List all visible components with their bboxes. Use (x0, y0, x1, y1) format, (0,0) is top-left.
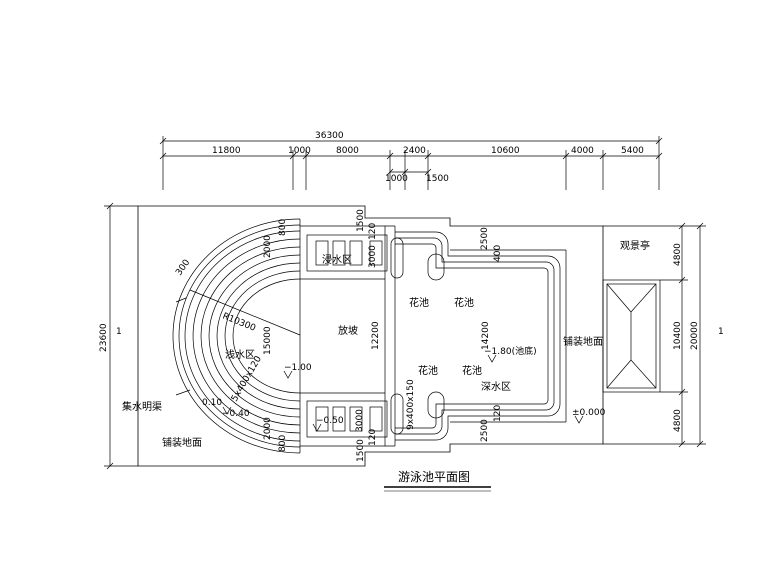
pavilion (602, 279, 661, 393)
right-dimension (603, 222, 706, 448)
label-drain-channel: 集水明渠 (122, 400, 162, 413)
dim-inner-2500-bot: 2500 (480, 419, 490, 442)
label-ramp: 放坡 (338, 324, 358, 337)
label-paving-right: 铺装地面 (563, 335, 603, 348)
dim-inner-14200: 14200 (481, 321, 491, 350)
dim-inner-3000-bot: 3000 (355, 409, 365, 432)
dim-top-sub-2: 1500 (426, 174, 449, 184)
dim-top-seg-3: 8000 (336, 146, 359, 156)
dim-top-seg-6: 4000 (571, 146, 594, 156)
top-dimension-chain (159, 136, 663, 190)
dim-inner-1500-bot: 1500 (356, 439, 366, 462)
dim-right-seg-1: 4800 (673, 243, 683, 266)
dim-right-seg-3: 4800 (673, 409, 683, 432)
level-shallow: −1.00 (284, 363, 312, 373)
dim-inner-2000-bot: 2000 (263, 417, 273, 440)
dim-right-seg-2: 10400 (673, 321, 683, 350)
label-pavilion: 观景亭 (620, 239, 650, 252)
level-edge-2: −0.40 (222, 409, 250, 419)
dim-top-seg-5: 10600 (491, 146, 520, 156)
dim-top-seg-2: 1000 (288, 146, 311, 156)
label-step-spec-right: 9x400x150 (406, 379, 416, 430)
site-outline (137, 205, 604, 467)
dim-left-total: 23600 (99, 323, 109, 352)
dim-top-sub-1: 1000 (385, 174, 408, 184)
dim-top-seg-1: 11800 (212, 146, 241, 156)
dim-inner-120-top: 120 (368, 223, 378, 240)
dim-right-total: 20000 (690, 321, 700, 350)
dim-inner-12200: 12200 (371, 321, 381, 350)
dim-inner-120-bot: 120 (368, 429, 378, 446)
label-shallow-zone: 浅水区 (225, 348, 255, 361)
label-step-300: 300 (174, 258, 192, 278)
label-flower-bed-4: 花池 (462, 364, 482, 377)
dim-inner-400-top: 400 (493, 245, 503, 262)
label-wading-zone: 浸水区 (322, 254, 352, 266)
dim-inner-120-right-bot: 120 (493, 405, 503, 422)
level-ground: ±0.000 (572, 408, 606, 418)
dim-inner-2500-top: 2500 (480, 227, 490, 250)
label-flower-bed-1: 花池 (409, 296, 429, 309)
label-step-spec-left: 5x400x120 (230, 354, 264, 403)
left-dimension (104, 202, 138, 470)
drawing-title: 游泳池平面图 (398, 470, 470, 484)
level-wading: −0.50 (316, 416, 344, 426)
dim-inner-800-top: 800 (278, 219, 288, 236)
dim-inner-800-bot: 800 (278, 435, 288, 452)
dim-right-marker: 1 (718, 327, 724, 337)
pool-outline (172, 218, 584, 454)
dim-top-seg-4: 2400 (403, 146, 426, 156)
level-edge-1: 0.10 (202, 398, 222, 408)
dim-left-marker: 1 (116, 327, 122, 337)
label-deep-zone: 深水区 (481, 381, 511, 393)
label-radius: R10300 (221, 312, 257, 334)
dim-inner-2000-top: 2000 (263, 235, 273, 258)
label-flower-bed-3: 花池 (418, 364, 438, 377)
label-paving-left: 铺装地面 (162, 436, 202, 449)
dim-inner-3000-top: 3000 (368, 245, 378, 268)
level-deep: −1.80(池底) (484, 345, 537, 357)
dim-inner-15000: 15000 (263, 326, 273, 355)
dim-top-seg-7: 5400 (621, 146, 644, 156)
dim-inner-1500-top: 1500 (356, 209, 366, 232)
label-flower-bed-2: 花池 (454, 296, 474, 309)
dim-top-total: 36300 (315, 131, 344, 141)
